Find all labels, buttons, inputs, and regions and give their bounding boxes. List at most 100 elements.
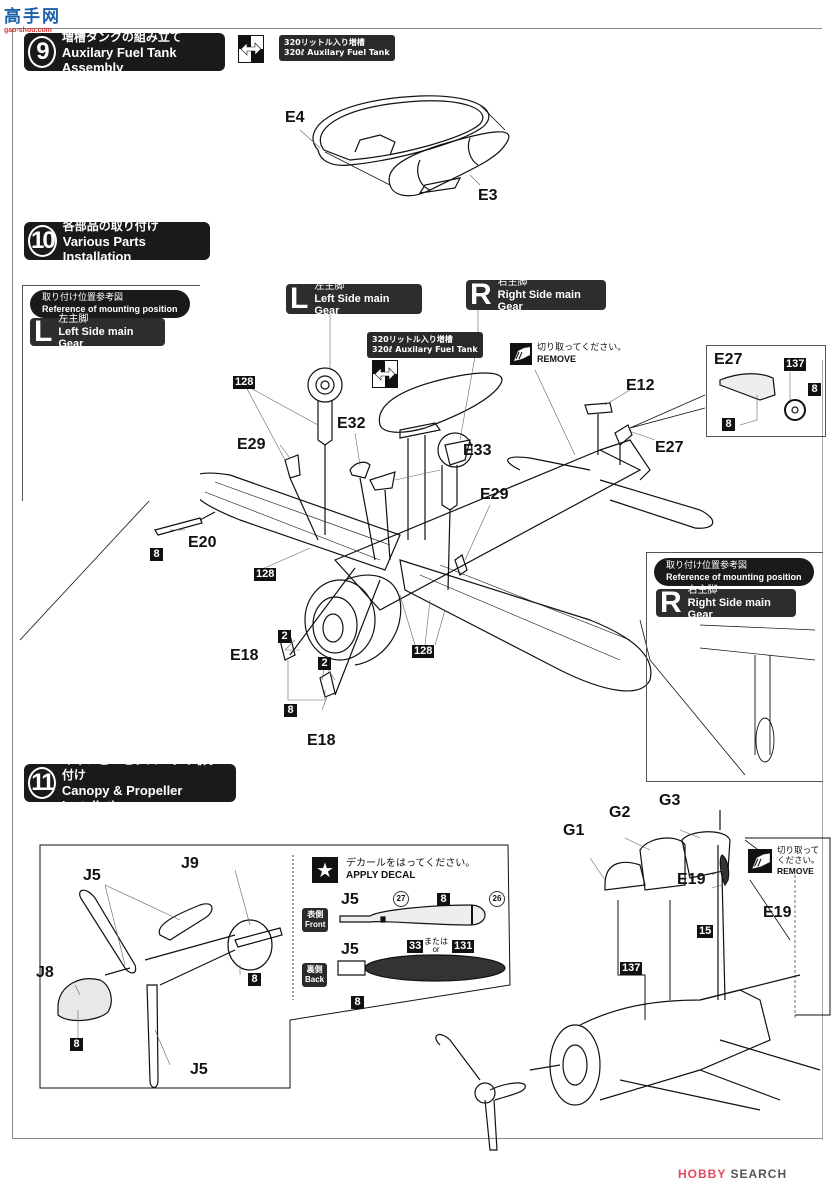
gear-jp: 右主脚 <box>687 585 718 596</box>
watermark-brand: HOBBY <box>678 1167 727 1181</box>
step-title-jp: キャノピーとプロペラの取り付け <box>61 753 218 782</box>
part-label-j5: J5 <box>190 1061 208 1078</box>
reference-en: Reference of mounting position <box>666 572 802 582</box>
front-side-jp: 表側 <box>307 910 324 919</box>
step-title-en: Canopy & Propeller Installation <box>61 783 183 813</box>
part-label-e33: E33 <box>463 442 492 459</box>
gear-en: Right Side main Gear <box>497 289 581 313</box>
color-code-131: 131 <box>452 940 475 953</box>
site-watermark-logo: 高手网 gao-shou.com <box>4 2 61 34</box>
gear-jp: 左主脚 <box>58 314 89 325</box>
part-label-e19: E19 <box>677 871 706 888</box>
fuel-tank-tag-jp: 320リットル入り増槽 <box>284 38 365 47</box>
decal-jp: デカールをはってください。 <box>346 858 476 869</box>
gear-jp: 左主脚 <box>314 281 345 292</box>
color-code-128: 128 <box>254 568 277 581</box>
page-border-right <box>822 360 823 1140</box>
reference-jp: 取り付け位置参考図 <box>42 293 124 303</box>
gear-en: Left Side main Gear <box>58 326 134 350</box>
left-gear-tag-inset: L 左主脚 Left Side main Gear <box>30 314 165 350</box>
left-gear-drawing <box>307 367 343 446</box>
part-label-e18: E18 <box>307 732 336 749</box>
aircraft-step10-drawing <box>188 439 714 692</box>
back-side-tag: 裏側 Back <box>302 963 328 987</box>
reference-en: Reference of mounting position <box>42 304 178 314</box>
part-label-g1: G1 <box>563 822 585 839</box>
left-gear-tag: L 左主脚 Left Side main Gear <box>286 281 422 317</box>
gear-en: Left Side main Gear <box>314 293 390 317</box>
back-side-jp: 裏側 <box>306 965 323 974</box>
step-number: 9 <box>28 36 56 68</box>
watermark-subtitle: gao-shou.com <box>4 27 52 34</box>
page-border-left <box>12 28 13 1138</box>
part-label-e29: E29 <box>237 436 266 453</box>
part-label-e32: E32 <box>337 415 366 432</box>
part-e29-left-drawing <box>284 454 301 479</box>
propeller-exploded-drawing <box>57 889 283 1089</box>
gear-letter: L <box>34 315 53 348</box>
color-code-33: 33 <box>407 940 424 953</box>
color-code-2: 2 <box>278 630 291 643</box>
part-label-e29: E29 <box>480 486 509 503</box>
decal-en: APPLY DECAL <box>346 870 416 881</box>
remove-instruction: 切り取ってください。 REMOVE <box>510 343 626 365</box>
part-label-e4: E4 <box>285 109 305 126</box>
part-label-j8: J8 <box>36 964 54 981</box>
fuel-tank-320l-tag-step10: 320リットル入り増槽 320ℓ Auxilary Fuel Tank <box>367 332 483 358</box>
front-side-tag: 表側 Front <box>302 908 329 932</box>
part-label-e20: E20 <box>188 534 217 551</box>
part-label-e12: E12 <box>626 377 655 394</box>
fuel-tank-320l-tag: 320リットル入り増槽 320ℓ Auxilary Fuel Tank <box>279 35 395 61</box>
color-code-128: 128 <box>412 645 435 658</box>
step-11-banner: 11 キャノピーとプロペラの取り付け Canopy & Propeller In… <box>24 753 236 813</box>
color-code-137: 137 <box>620 962 643 975</box>
reference-jp: 取り付け位置参考図 <box>666 561 748 571</box>
page-border-top <box>12 28 822 29</box>
step-number: 10 <box>28 225 57 257</box>
aircraft-step11-drawing <box>435 974 821 1151</box>
color-code-137: 137 <box>784 358 807 371</box>
prop-blade-back-drawing <box>337 954 506 982</box>
color-code-8: 8 <box>284 704 297 717</box>
color-code-2: 2 <box>318 657 331 670</box>
part-label-e27: E27 <box>655 439 684 456</box>
page-border-bottom <box>12 1138 822 1139</box>
decal-star-icon: ★ <box>312 857 338 883</box>
gear-en: Right Side main Gear <box>687 597 771 621</box>
watermark-suffix: SEARCH <box>726 1167 788 1181</box>
remove-jp-line2: ください。 <box>777 856 820 866</box>
part-e19-drawing <box>719 854 730 887</box>
prop-blade-front-drawing <box>339 904 486 926</box>
canopy-parts-drawing <box>604 831 731 891</box>
color-code-128: 128 <box>233 376 256 389</box>
gear-letter: L <box>290 282 309 315</box>
remove-en: REMOVE <box>537 354 577 364</box>
color-code-15: 15 <box>697 925 714 938</box>
cut-remove-icon <box>748 849 772 873</box>
step-title-jp: 増槽タンクの組み立て <box>61 29 182 44</box>
front-side-en: Front <box>305 920 326 929</box>
part-e27-drawing <box>614 424 633 446</box>
color-code-8: 8 <box>808 383 821 396</box>
color-code-8: 8 <box>248 973 261 986</box>
gear-letter: R <box>660 586 682 619</box>
step-title-en: Auxilary Fuel Tank Assembly <box>61 44 177 75</box>
or-en: or <box>432 945 440 954</box>
part-label-g3: G3 <box>659 792 681 809</box>
cross-reference-icon <box>372 360 398 388</box>
part-e12-drawing <box>584 402 613 415</box>
part-label-j5-back: J5 <box>341 941 359 958</box>
fuel-tank-e4-drawing <box>312 95 490 166</box>
remove-instruction-canopy: 切り取って ください。 REMOVE <box>748 846 820 876</box>
part-label-g2: G2 <box>609 804 631 821</box>
step-10-banner: 10 各部品の取り付け Various Parts Installation <box>24 219 210 264</box>
remove-en: REMOVE <box>777 866 814 876</box>
remove-jp: 切り取ってください。 <box>537 343 627 353</box>
fuel-tank-tag-en: 320ℓ Auxilary Fuel Tank <box>372 345 478 354</box>
decal-number-26: 26 <box>489 891 505 907</box>
back-side-en: Back <box>305 975 325 984</box>
color-code-8: 8 <box>70 1038 83 1051</box>
part-label-e3: E3 <box>478 187 498 204</box>
color-code-8: 8 <box>351 996 364 1009</box>
cross-reference-icon <box>238 35 264 63</box>
